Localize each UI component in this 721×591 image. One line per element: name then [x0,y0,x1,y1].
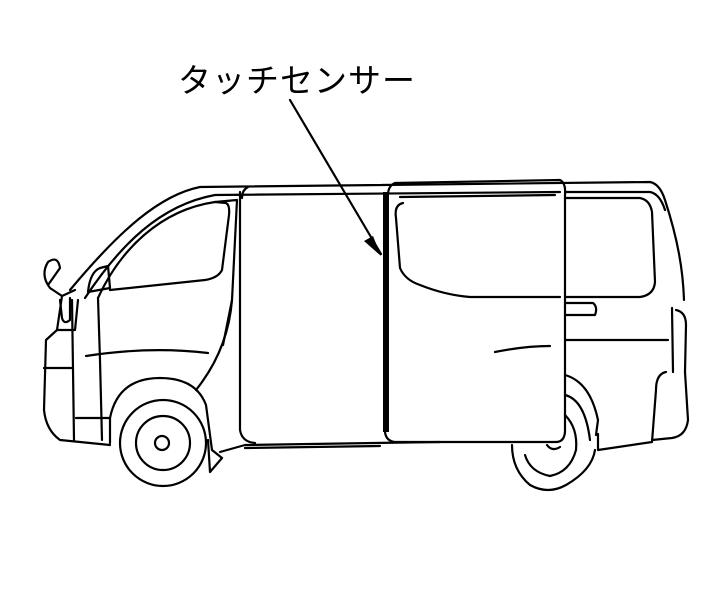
callout-label: タッチセンサー [178,61,416,100]
callout-arrow [288,98,383,256]
van-body [42,178,690,492]
